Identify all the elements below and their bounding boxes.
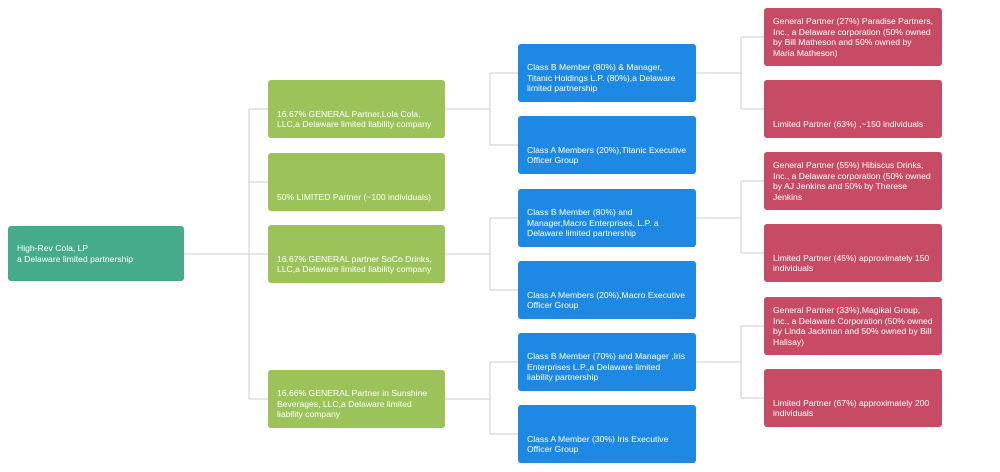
root-title: High-Rev Cola, LP <box>17 242 89 253</box>
owner-node-hibiscus-drinks: General Partner (55%) Hibiscus Drinks, I… <box>764 152 942 210</box>
owner-text: Limited Partner (67%) approximately 200 … <box>773 397 930 419</box>
member-text: Class B Member (70%) and Manager ,Iris E… <box>527 351 686 383</box>
connector-member3-to-owners <box>696 180 764 254</box>
connector-partner1-to-members <box>445 72 518 146</box>
member-text: Class B Member (80%) & Manager, Titanic … <box>527 62 676 94</box>
partner-node-soco-drinks: 16.67% GENERAL partner SoCo Drinks, LLC,… <box>268 225 445 283</box>
connector-member5-to-owners <box>696 325 764 399</box>
partner-text: 16.67% GENERAL Partner,Lola Cola, LLC,a … <box>277 108 432 130</box>
root-subtitle: a Delaware limited partnership <box>17 253 134 264</box>
member-text: Class A Member (30%) Iris Executive Offi… <box>527 433 669 455</box>
partner-text: 50% LIMITED Partner (~100 individuals) <box>277 192 432 203</box>
owner-text: General Partner (33%),Magikal Group, Inc… <box>773 305 933 347</box>
owner-text: General Partner (27%) Paradise Partners,… <box>773 16 934 58</box>
partner-text: 16.67% GENERAL partner SoCo Drinks, LLC,… <box>277 253 432 275</box>
connector-root-to-partners <box>184 108 268 400</box>
member-node-iris-class-a: Class A Member (30%) Iris Executive Offi… <box>518 405 696 463</box>
partner-node-limited: 50% LIMITED Partner (~100 individuals) <box>268 153 445 211</box>
member-node-titanic-class-b: Class B Member (80%) & Manager, Titanic … <box>518 44 696 102</box>
owner-node-macro-limited: Limited Partner (45%) approximately 150 … <box>764 224 942 282</box>
connector-partner4-to-members <box>445 361 518 435</box>
owner-node-titanic-limited: Limited Partner (63%) ,~150 individuals <box>764 80 942 138</box>
owner-node-iris-limited: Limited Partner (67%) approximately 200 … <box>764 369 942 427</box>
owner-text: Limited Partner (63%) ,~150 individuals <box>773 119 924 130</box>
owner-node-magikal-group: General Partner (33%),Magikal Group, Inc… <box>764 297 942 355</box>
member-text: Class B Member (80%) and Manager,Macro E… <box>527 207 659 239</box>
member-text: Class A Members (20%),Macro Executive Of… <box>527 289 686 311</box>
connector-partner3-to-members <box>445 217 518 291</box>
connector-member1-to-owners <box>696 36 764 110</box>
member-node-iris-class-b: Class B Member (70%) and Manager ,Iris E… <box>518 333 696 391</box>
owner-text: General Partner (55%) Hibiscus Drinks, I… <box>773 160 931 202</box>
owner-node-paradise-partners: General Partner (27%) Paradise Partners,… <box>764 8 942 66</box>
owner-text: Limited Partner (45%) approximately 150 … <box>773 252 930 274</box>
member-node-titanic-class-a: Class A Members (20%),Titanic Executive … <box>518 116 696 174</box>
member-node-macro-class-b: Class B Member (80%) and Manager,Macro E… <box>518 189 696 247</box>
partner-node-sunshine-beverages: 16.66% GENERAL Partner in Sunshine Bever… <box>268 370 445 428</box>
partner-text: 16.66% GENERAL Partner in Sunshine Bever… <box>277 388 428 420</box>
partner-node-lola-cola: 16.67% GENERAL Partner,Lola Cola, LLC,a … <box>268 80 445 138</box>
member-text: Class A Members (20%),Titanic Executive … <box>527 144 687 166</box>
member-node-macro-class-a: Class A Members (20%),Macro Executive Of… <box>518 261 696 319</box>
root-node: High-Rev Cola, LP a Delaware limited par… <box>8 226 184 281</box>
